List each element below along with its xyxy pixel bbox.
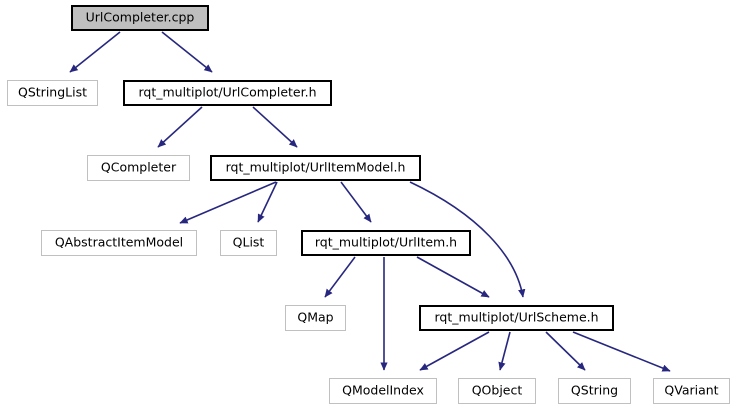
edge-urlcompleter-h-to-qcompleter — [157, 106, 203, 148]
edge-urlitemmodel-h-to-qabstractitemmodel — [179, 181, 277, 224]
node-label: QVariant — [664, 382, 719, 398]
edge-urlcompleter-h-to-urlitemmodel-h — [252, 106, 298, 148]
node-urlcompleter-cpp[interactable]: UrlCompleter.cpp — [71, 5, 209, 31]
node-label: UrlCompleter.cpp — [85, 9, 195, 25]
node-qcompleter[interactable]: QCompleter — [87, 155, 190, 181]
node-label: rqt_multiplot/UrlCompleter.h — [138, 84, 317, 100]
edge-urlscheme-h-to-qstring — [545, 331, 586, 371]
node-label: QModelIndex — [342, 382, 424, 398]
node-qvariant[interactable]: QVariant — [653, 378, 730, 404]
edge-urlscheme-h-to-qmodelindex — [419, 331, 490, 371]
edge-urlitemmodel-h-to-urlitem-h — [340, 181, 372, 223]
edge-urlscheme-h-to-qvariant — [572, 331, 671, 372]
node-qstringlist[interactable]: QStringList — [7, 80, 98, 106]
node-qlist[interactable]: QList — [220, 230, 277, 256]
edge-urlcompleter-cpp-to-qstringlist — [69, 31, 121, 73]
node-qmap[interactable]: QMap — [285, 305, 346, 331]
node-label: QObject — [471, 382, 523, 398]
edge-urlscheme-h-to-qobject — [498, 331, 511, 371]
node-qstring[interactable]: QString — [558, 378, 631, 404]
node-rqt-multiplot-urlitem-h[interactable]: rqt_multiplot/UrlItem.h — [301, 230, 471, 256]
node-label: QList — [232, 234, 265, 250]
node-label: QMap — [297, 309, 334, 325]
node-qmodelindex[interactable]: QModelIndex — [329, 378, 437, 404]
edge-urlitem-h-to-urlscheme-h — [416, 256, 490, 298]
node-rqt-multiplot-urlscheme-h[interactable]: rqt_multiplot/UrlScheme.h — [419, 305, 614, 331]
edge-urlitemmodel-h-to-qlist — [257, 181, 278, 223]
node-qabstractitemmodel[interactable]: QAbstractItemModel — [41, 230, 197, 256]
node-label: QCompleter — [100, 159, 177, 175]
edge-urlitem-h-to-qmap — [324, 256, 356, 298]
node-qobject[interactable]: QObject — [458, 378, 536, 404]
node-label: QAbstractItemModel — [54, 234, 184, 250]
node-rqt-multiplot-urlcompleter-h[interactable]: rqt_multiplot/UrlCompleter.h — [123, 80, 332, 106]
node-label: QStringList — [18, 84, 87, 100]
node-rqt-multiplot-urlitemmodel-h[interactable]: rqt_multiplot/UrlItemModel.h — [210, 155, 421, 181]
node-label: QString — [570, 382, 619, 398]
node-label: rqt_multiplot/UrlItem.h — [314, 234, 458, 250]
node-label: rqt_multiplot/UrlScheme.h — [434, 309, 599, 325]
edge-urlcompleter-cpp-to-urlcompleter-h — [161, 31, 213, 73]
node-label: rqt_multiplot/UrlItemModel.h — [225, 159, 406, 175]
